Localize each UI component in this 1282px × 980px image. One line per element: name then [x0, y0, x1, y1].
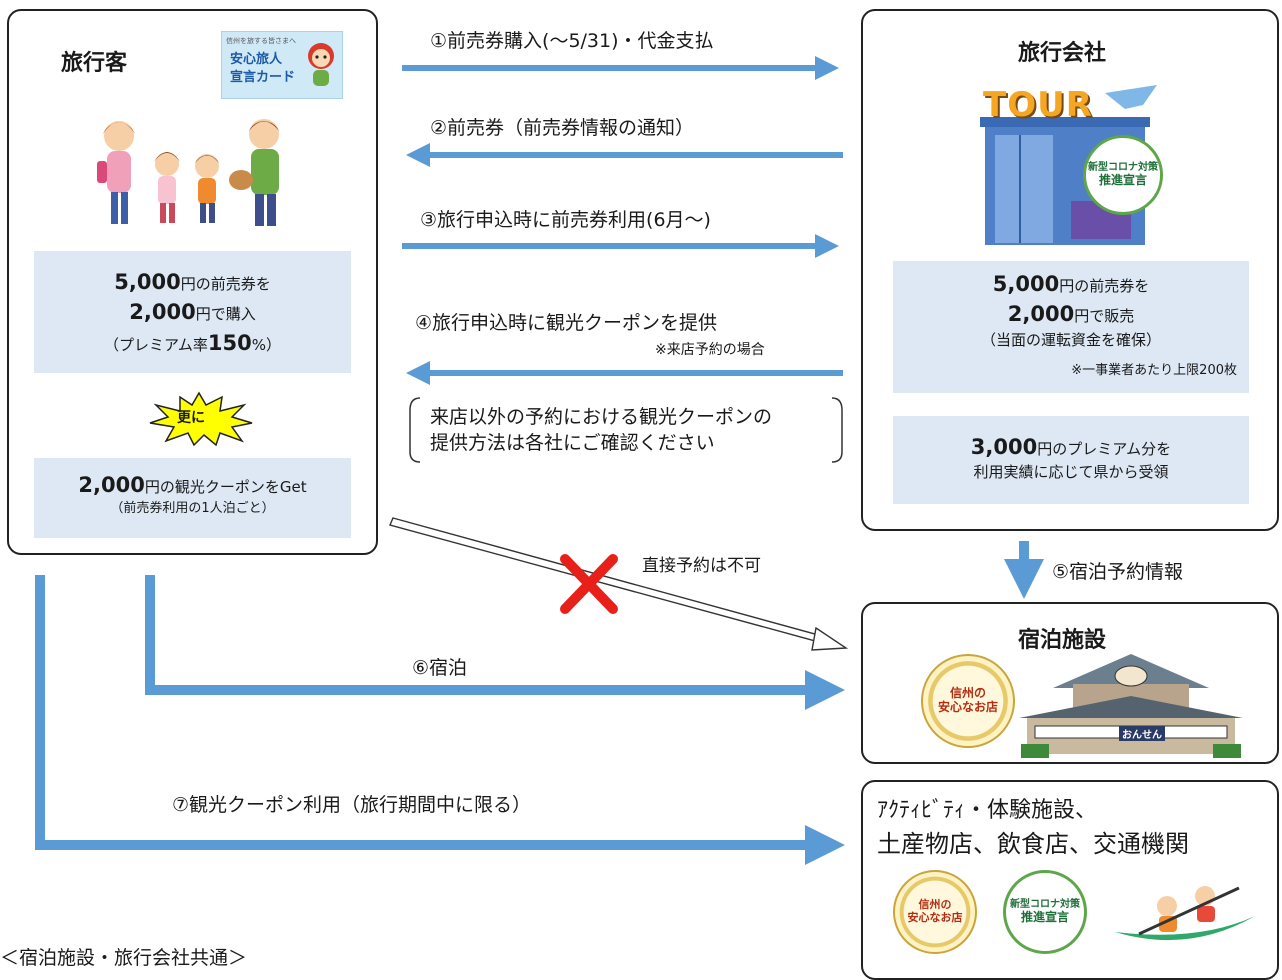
sell-line-2: 2,000円で販売	[1007, 302, 1135, 327]
kayak-illustration	[1115, 886, 1255, 941]
agency-title: 旅行会社	[1018, 41, 1107, 66]
sell-limit: ※一事業者あたり上限200枚	[1071, 362, 1237, 378]
family-illustration	[97, 119, 279, 226]
arrow-4-label: ④旅行申込時に観光クーポンを提供	[415, 312, 718, 334]
arrow-2-label: ②前売券（前売券情報の通知）	[430, 117, 695, 139]
arrow-1-label: ①前売券購入(～5/31)・代金支払	[430, 30, 714, 52]
arrow-3-label: ③旅行申込時に前売券利用(6月～)	[420, 209, 711, 231]
purchase-info-box: 5,000円の前売券を 2,000円で購入 （プレミアム率150%）	[34, 251, 351, 373]
traveler-title: 旅行客	[61, 51, 128, 76]
arrow-6	[145, 575, 845, 710]
arrow-6-label: ⑥宿泊	[412, 657, 468, 679]
card-caption: 信州を旅する皆さまへ	[226, 37, 296, 45]
note-bracket-left	[409, 397, 421, 463]
activity-safe-shop-badge: 信州の 安心なお店	[893, 870, 977, 954]
arrow-4-note: ※来店予約の場合	[655, 342, 765, 358]
direct-booking-arrow	[389, 517, 849, 651]
coupon-method-note-1: 来店以外の予約における観光クーポンの	[430, 406, 773, 428]
not-allowed-cross-icon	[560, 554, 618, 614]
purchase-line-2: 2,000円で購入	[129, 300, 256, 325]
shinshu-safe-shop-badge: 信州の 安心なお店	[921, 654, 1015, 748]
activity-line-1: ｱｸﾃｨﾋﾞﾃｨ・体験施設、	[877, 798, 1098, 823]
coupon-method-note-2: 提供方法は各社にご確認ください	[430, 432, 715, 454]
sell-line-1: 5,000円の前売券を	[992, 272, 1150, 296]
extra-burst-icon	[149, 391, 253, 447]
direct-booking-label: 直接予約は不可	[642, 556, 761, 576]
tour-sign: TOUR	[983, 85, 1093, 125]
onsen-sign: おんせん	[1119, 726, 1165, 741]
sell-note: （当面の運転資金を確保）	[980, 330, 1161, 349]
coupon-note: （前売券利用の1人泊ごと）	[110, 501, 275, 517]
coupon-line-1: 2,000円の観光クーポンをGet	[78, 473, 307, 497]
lodging-title: 宿泊施設	[1018, 628, 1107, 653]
arrow-5-label: ⑤宿泊予約情報	[1052, 561, 1184, 583]
card-line-2: 宣言カード	[230, 70, 296, 85]
note-bracket-right	[831, 397, 843, 463]
extra-burst-label: 更に	[177, 410, 205, 426]
premium-rate: （プレミアム率150%）	[103, 330, 282, 355]
activity-panel: ｱｸﾃｨﾋﾞﾃｨ・体験施設、 土産物店、飲食店、交通機関 信州の 安心なお店 新…	[861, 780, 1279, 980]
activity-line-2: 土産物店、飲食店、交通機関	[877, 830, 1189, 858]
sell-info-box: 5,000円の前売券を 2,000円で販売 （当面の運転資金を確保） ※一事業者…	[893, 261, 1249, 393]
arrow-7-label: ⑦観光クーポン利用（旅行期間中に限る）	[172, 794, 532, 816]
premium-line-1: 3,000円のプレミアム分を	[970, 435, 1172, 459]
premium-info-box: 3,000円のプレミアム分を 利用実績に応じて県から受領	[893, 416, 1249, 504]
purchase-line-1: 5,000円の前売券を	[114, 270, 271, 294]
covid-pledge-badge: 新型コロナ対策 推進宣言	[1083, 135, 1163, 215]
coupon-info-box: 2,000円の観光クーポンをGet （前売券利用の1人泊ごと）	[34, 458, 351, 538]
onsen-inn-illustration	[1019, 654, 1243, 758]
premium-line-2: 利用実績に応じて県から受領	[973, 463, 1169, 482]
agency-panel: 旅行会社 TOUR 新型コロナ対策 推進宣言 5,000円の前売券を 2,000…	[861, 9, 1279, 531]
arrow-7	[35, 575, 845, 865]
mascot-icon	[308, 43, 334, 86]
lodging-panel: 宿泊施設 信州の 安心なお店 おんせん	[861, 602, 1279, 764]
safe-traveler-card: 信州を旅する皆さまへ 安心旅人 宣言カード	[221, 31, 343, 99]
card-line-1: 安心旅人	[230, 52, 283, 67]
activity-covid-badge: 新型コロナ対策 推進宣言	[1003, 870, 1087, 954]
traveler-panel: 旅行客 信州を旅する皆さまへ 安心旅人 宣言カード	[7, 9, 378, 555]
